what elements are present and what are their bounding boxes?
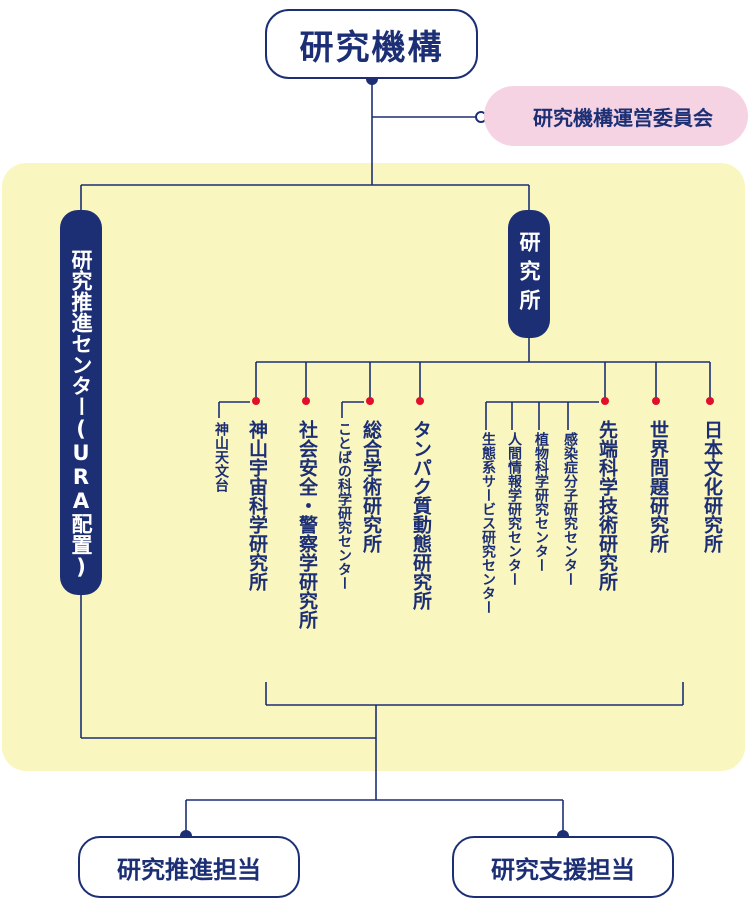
research-organization-panel [2, 163, 745, 771]
unit-dot [416, 397, 424, 405]
unit-label-advanced-science: 先端科学技術研究所 [596, 420, 618, 591]
unit-label-social-safety: 社会安全・警察学研究所 [296, 420, 318, 629]
unit-label-kamiyama: 神山宇宙科学研究所 [246, 420, 268, 591]
sub-unit-label-human-informatics: 人間情報学研究センター [506, 432, 522, 586]
unit-label-world-problems: 世界問題研究所 [647, 420, 669, 553]
research-promotion-box: 研究推進担当 [78, 836, 300, 898]
unit-label-japanese-culture: 日本文化研究所 [701, 420, 723, 553]
unit-dot [302, 397, 310, 405]
research-support-box: 研究支援担当 [452, 836, 674, 898]
unit-dot [706, 397, 714, 405]
sub-unit-label-observatory: 神山天文台 [213, 422, 229, 492]
sub-unit-label-infectious-disease: 感染症分子研究センター [562, 432, 578, 586]
unit-dot [366, 397, 374, 405]
unit-dot [252, 397, 260, 405]
ura-center-pill: 研究推進センター(URA配置) [60, 210, 102, 595]
unit-dot [601, 397, 609, 405]
unit-label-protein-dynamics: タンパク質動態研究所 [410, 420, 432, 610]
steering-committee-box: 研究機構運営委員会 [484, 86, 748, 146]
unit-dot [652, 397, 660, 405]
sub-unit-label-ecosystem: 生態系サービス研究センター [480, 432, 496, 614]
sub-unit-label-plant-science: 植物科学研究センター [533, 432, 549, 572]
sub-unit-label-language-science: ことばの科学研究センター [336, 422, 352, 590]
institute-pill: 研究所 [508, 210, 550, 338]
research-organization-box: 研究機構 [265, 9, 478, 79]
unit-label-general-academic: 総合学術研究所 [360, 420, 382, 553]
